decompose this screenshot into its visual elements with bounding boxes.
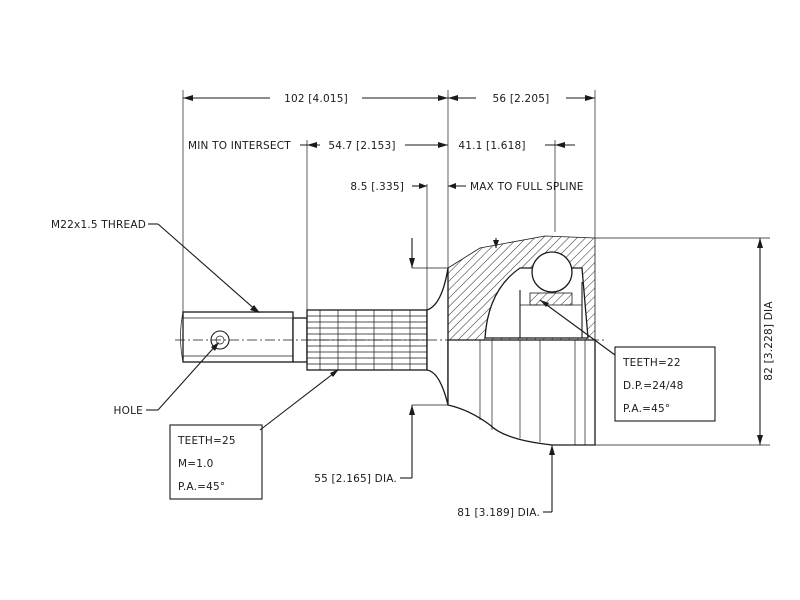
outer-teeth-label: TEETH=25 bbox=[177, 435, 236, 447]
threaded-stub bbox=[182, 311, 294, 363]
bell-outer bbox=[447, 339, 596, 446]
min-to-intersect-label: MIN TO INTERSECT bbox=[188, 140, 291, 152]
part-body bbox=[175, 235, 605, 446]
outer-spline-length-label: 41.1 [1.618] bbox=[458, 140, 525, 152]
overall-length-label: 102 [4.015] bbox=[284, 93, 348, 105]
inner-pressure-angle-label: P.A.=45° bbox=[623, 403, 670, 415]
shoulder-label: 8.5 [.335] bbox=[350, 181, 404, 193]
ball bbox=[531, 251, 573, 293]
outer-length-label: 56 [2.205] bbox=[493, 93, 550, 105]
intersect-length-label: 54.7 [2.153] bbox=[328, 140, 395, 152]
stem-dia-label: 55 [2.165] DIA. bbox=[314, 473, 397, 485]
hole-label: HOLE bbox=[114, 405, 143, 417]
outer-dia-label: 82 [3.228] DIA bbox=[763, 301, 775, 381]
inner-pitch-label: D.P.=24/48 bbox=[623, 380, 684, 392]
thread-label: M22x1.5 THREAD bbox=[51, 219, 146, 231]
outer-module-label: M=1.0 bbox=[178, 458, 214, 470]
max-to-full-spline-label: MAX TO FULL SPLINE bbox=[470, 181, 584, 193]
inner-spline-callout bbox=[614, 346, 716, 422]
inner-teeth-label: TEETH=22 bbox=[622, 357, 681, 369]
outer-pressure-angle-label: P.A.=45° bbox=[178, 481, 225, 493]
dimension-lines bbox=[146, 90, 770, 513]
outer-spline-callout bbox=[169, 424, 263, 500]
bell-dia-label: 81 [3.189] DIA. bbox=[457, 507, 540, 519]
